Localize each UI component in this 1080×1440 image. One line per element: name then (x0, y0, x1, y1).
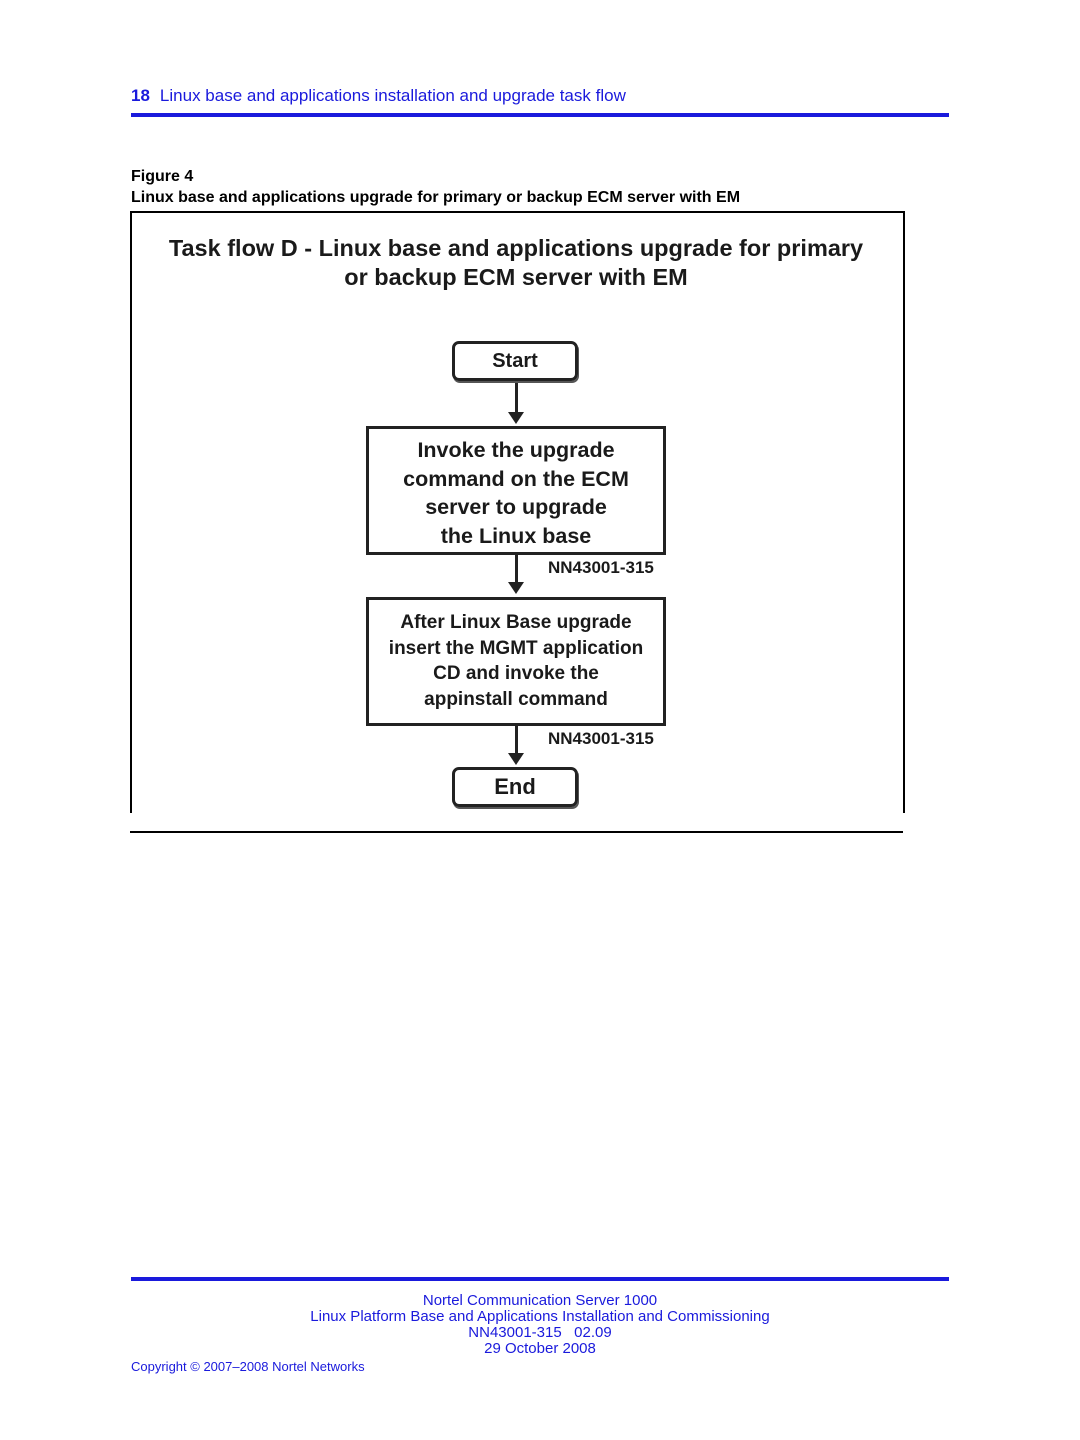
page-number: 18 (131, 86, 150, 105)
step1-reference: NN43001-315 (548, 558, 654, 577)
arrow-head (508, 753, 524, 765)
figure-label: Figure 4 (131, 168, 194, 185)
step-appinstall: After Linux Base upgrade insert the MGMT… (366, 597, 666, 726)
footer-doc-id: NN43001-315 02.09 (468, 1324, 612, 1341)
step-invoke-upgrade: Invoke the upgrade command on the ECM se… (366, 426, 666, 555)
arrow-step1-to-step2 (515, 555, 518, 583)
end-node: End (452, 767, 578, 807)
arrow-head (508, 582, 524, 594)
figure-frame (130, 211, 905, 813)
flowchart-title: Task flow D - Linux base and application… (168, 235, 864, 290)
figure-bottom-rule (130, 831, 903, 833)
footer-product: Nortel Communication Server 1000 (422, 1292, 658, 1309)
header-rule (131, 113, 949, 117)
footer-date: 29 October 2008 (484, 1340, 596, 1357)
footer-doc-title: Linux Platform Base and Applications Ins… (310, 1308, 770, 1325)
running-header: 18 Linux base and applications installati… (131, 86, 949, 106)
start-node: Start (452, 341, 578, 381)
arrow-step2-to-end (515, 726, 518, 754)
footer-rule (131, 1277, 949, 1281)
arrow-start-to-step1 (515, 383, 518, 413)
copyright-notice: Copyright © 2007–2008 Nortel Networks (131, 1359, 365, 1374)
section-title: Linux base and applications installation… (159, 86, 626, 105)
arrow-head (508, 412, 524, 424)
figure-caption: Linux base and applications upgrade for … (131, 189, 741, 206)
step2-reference: NN43001-315 (548, 729, 654, 748)
